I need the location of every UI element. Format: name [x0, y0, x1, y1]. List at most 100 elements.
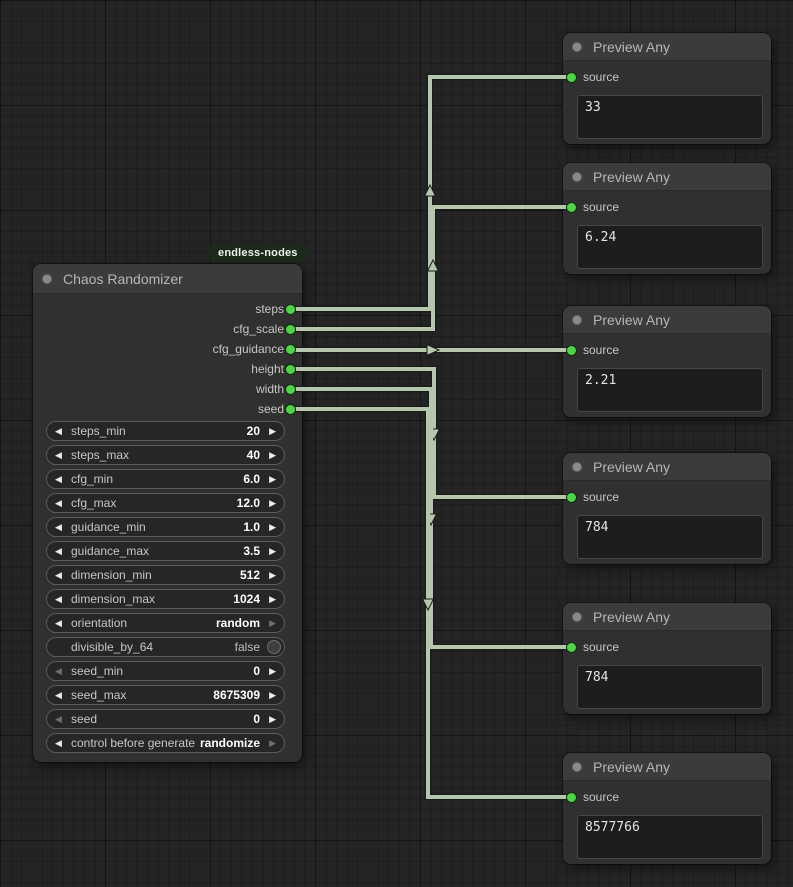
- widget-guidance_max[interactable]: ◀ guidance_max 3.5 ▶: [46, 541, 285, 561]
- widget-cfg_max[interactable]: ◀ cfg_max 12.0 ▶: [46, 493, 285, 513]
- increment-arrow-icon[interactable]: ▶: [269, 618, 276, 628]
- preview-value-textarea[interactable]: 784: [577, 665, 763, 709]
- widget-orientation[interactable]: ◀ orientation random ▶: [46, 613, 285, 633]
- increment-arrow-icon[interactable]: ▶: [269, 474, 276, 484]
- input-dot[interactable]: [566, 72, 577, 83]
- preview-value-textarea[interactable]: 784: [577, 515, 763, 559]
- output-dot[interactable]: [285, 364, 296, 375]
- input-dot[interactable]: [566, 202, 577, 213]
- decrement-arrow-icon[interactable]: ◀: [55, 498, 62, 508]
- widget-cfg_min[interactable]: ◀ cfg_min 6.0 ▶: [46, 469, 285, 489]
- node-preview-any-3[interactable]: Preview Any source 2.21: [563, 306, 771, 417]
- widget-value[interactable]: 512: [239, 568, 260, 582]
- increment-arrow-icon[interactable]: ▶: [269, 498, 276, 508]
- increment-arrow-icon[interactable]: ▶: [269, 570, 276, 580]
- node-preview-any-1[interactable]: Preview Any source 33: [563, 33, 771, 144]
- decrement-arrow-icon[interactable]: ◀: [55, 570, 62, 580]
- output-dot[interactable]: [285, 384, 296, 395]
- decrement-arrow-icon[interactable]: ◀: [55, 594, 62, 604]
- increment-arrow-icon[interactable]: ▶: [269, 546, 276, 556]
- increment-arrow-icon[interactable]: ▶: [269, 738, 276, 748]
- output-slot-width[interactable]: width: [33, 379, 302, 399]
- widget-control-before-generate[interactable]: ◀ control before generate randomize ▶: [46, 733, 285, 753]
- node-preview-any-5[interactable]: Preview Any source 784: [563, 603, 771, 714]
- output-slot-steps[interactable]: steps: [33, 299, 302, 319]
- decrement-arrow-icon[interactable]: ◀: [55, 522, 62, 532]
- collapse-dot-icon[interactable]: [572, 314, 582, 325]
- output-dot[interactable]: [285, 344, 296, 355]
- input-dot[interactable]: [566, 492, 577, 503]
- widget-seed_min[interactable]: ◀ seed_min 0 ▶: [46, 661, 285, 681]
- widget-seed[interactable]: ◀ seed 0 ▶: [46, 709, 285, 729]
- decrement-arrow-icon[interactable]: ◀: [55, 426, 62, 436]
- collapse-dot-icon[interactable]: [572, 41, 582, 52]
- collapse-dot-icon[interactable]: [572, 171, 582, 182]
- widget-guidance_min[interactable]: ◀ guidance_min 1.0 ▶: [46, 517, 285, 537]
- output-slot-cfg_guidance[interactable]: cfg_guidance: [33, 339, 302, 359]
- widget-value[interactable]: random: [215, 616, 260, 630]
- widget-value[interactable]: 40: [246, 448, 260, 462]
- output-dot[interactable]: [285, 404, 296, 415]
- widget-value[interactable]: 1.0: [243, 520, 260, 534]
- decrement-arrow-icon[interactable]: ◀: [55, 546, 62, 556]
- decrement-arrow-icon[interactable]: ◀: [55, 690, 62, 700]
- output-dot[interactable]: [285, 304, 296, 315]
- widget-value[interactable]: 12.0: [236, 496, 260, 510]
- output-slot-seed[interactable]: seed: [33, 399, 302, 419]
- output-slot-height[interactable]: height: [33, 359, 302, 379]
- input-dot[interactable]: [566, 345, 577, 356]
- decrement-arrow-icon[interactable]: ◀: [55, 450, 62, 460]
- node-preview-any-2[interactable]: Preview Any source 6.24: [563, 163, 771, 274]
- input-dot[interactable]: [566, 792, 577, 803]
- widget-dimension_max[interactable]: ◀ dimension_max 1024 ▶: [46, 589, 285, 609]
- widget-value[interactable]: randomize: [199, 736, 260, 750]
- preview-title-bar[interactable]: Preview Any: [563, 753, 771, 781]
- preview-value-textarea[interactable]: 6.24: [577, 225, 763, 269]
- increment-arrow-icon[interactable]: ▶: [269, 522, 276, 532]
- output-slot-cfg_scale[interactable]: cfg_scale: [33, 319, 302, 339]
- widget-value[interactable]: 0: [253, 664, 260, 678]
- preview-title-bar[interactable]: Preview Any: [563, 603, 771, 631]
- widget-value[interactable]: 3.5: [243, 544, 260, 558]
- collapse-dot-icon[interactable]: [572, 461, 582, 472]
- preview-title-bar[interactable]: Preview Any: [563, 33, 771, 61]
- increment-arrow-icon[interactable]: ▶: [269, 714, 276, 724]
- increment-arrow-icon[interactable]: ▶: [269, 690, 276, 700]
- increment-arrow-icon[interactable]: ▶: [269, 666, 276, 676]
- preview-value-textarea[interactable]: 2.21: [577, 368, 763, 412]
- widget-dimension_min[interactable]: ◀ dimension_min 512 ▶: [46, 565, 285, 585]
- collapse-dot-icon[interactable]: [572, 611, 582, 622]
- preview-title-bar[interactable]: Preview Any: [563, 163, 771, 191]
- node-preview-any-6[interactable]: Preview Any source 8577766: [563, 753, 771, 864]
- chaos-node-title-bar[interactable]: Chaos Randomizer: [33, 264, 302, 294]
- collapse-dot-icon[interactable]: [42, 273, 52, 284]
- node-preview-any-4[interactable]: Preview Any source 784: [563, 453, 771, 564]
- output-dot[interactable]: [285, 324, 296, 335]
- decrement-arrow-icon[interactable]: ◀: [55, 474, 62, 484]
- widget-value[interactable]: 8675309: [213, 688, 260, 702]
- increment-arrow-icon[interactable]: ▶: [269, 450, 276, 460]
- collapse-dot-icon[interactable]: [572, 761, 582, 772]
- widget-value[interactable]: 6.0: [243, 472, 260, 486]
- widget-steps_min[interactable]: ◀ steps_min 20 ▶: [46, 421, 285, 441]
- preview-value-textarea[interactable]: 33: [577, 95, 763, 139]
- widget-divisible_by_64[interactable]: divisible_by_64 false: [46, 637, 285, 657]
- widget-value[interactable]: 20: [246, 424, 260, 438]
- node-chaos-randomizer[interactable]: Chaos Randomizer steps cfg_scale cfg_gui…: [33, 264, 302, 762]
- widget-value[interactable]: 0: [253, 712, 260, 726]
- decrement-arrow-icon[interactable]: ◀: [55, 714, 62, 724]
- input-dot[interactable]: [566, 642, 577, 653]
- decrement-arrow-icon[interactable]: ◀: [55, 666, 62, 676]
- widget-value[interactable]: 1024: [233, 592, 260, 606]
- toggle-off-icon[interactable]: [267, 640, 281, 654]
- widget-steps_max[interactable]: ◀ steps_max 40 ▶: [46, 445, 285, 465]
- increment-arrow-icon[interactable]: ▶: [269, 426, 276, 436]
- preview-value-textarea[interactable]: 8577766: [577, 815, 763, 859]
- widget-seed_max[interactable]: ◀ seed_max 8675309 ▶: [46, 685, 285, 705]
- preview-title-bar[interactable]: Preview Any: [563, 306, 771, 334]
- increment-arrow-icon[interactable]: ▶: [269, 594, 276, 604]
- decrement-arrow-icon[interactable]: ◀: [55, 738, 62, 748]
- decrement-arrow-icon[interactable]: ◀: [55, 618, 62, 628]
- preview-title-bar[interactable]: Preview Any: [563, 453, 771, 481]
